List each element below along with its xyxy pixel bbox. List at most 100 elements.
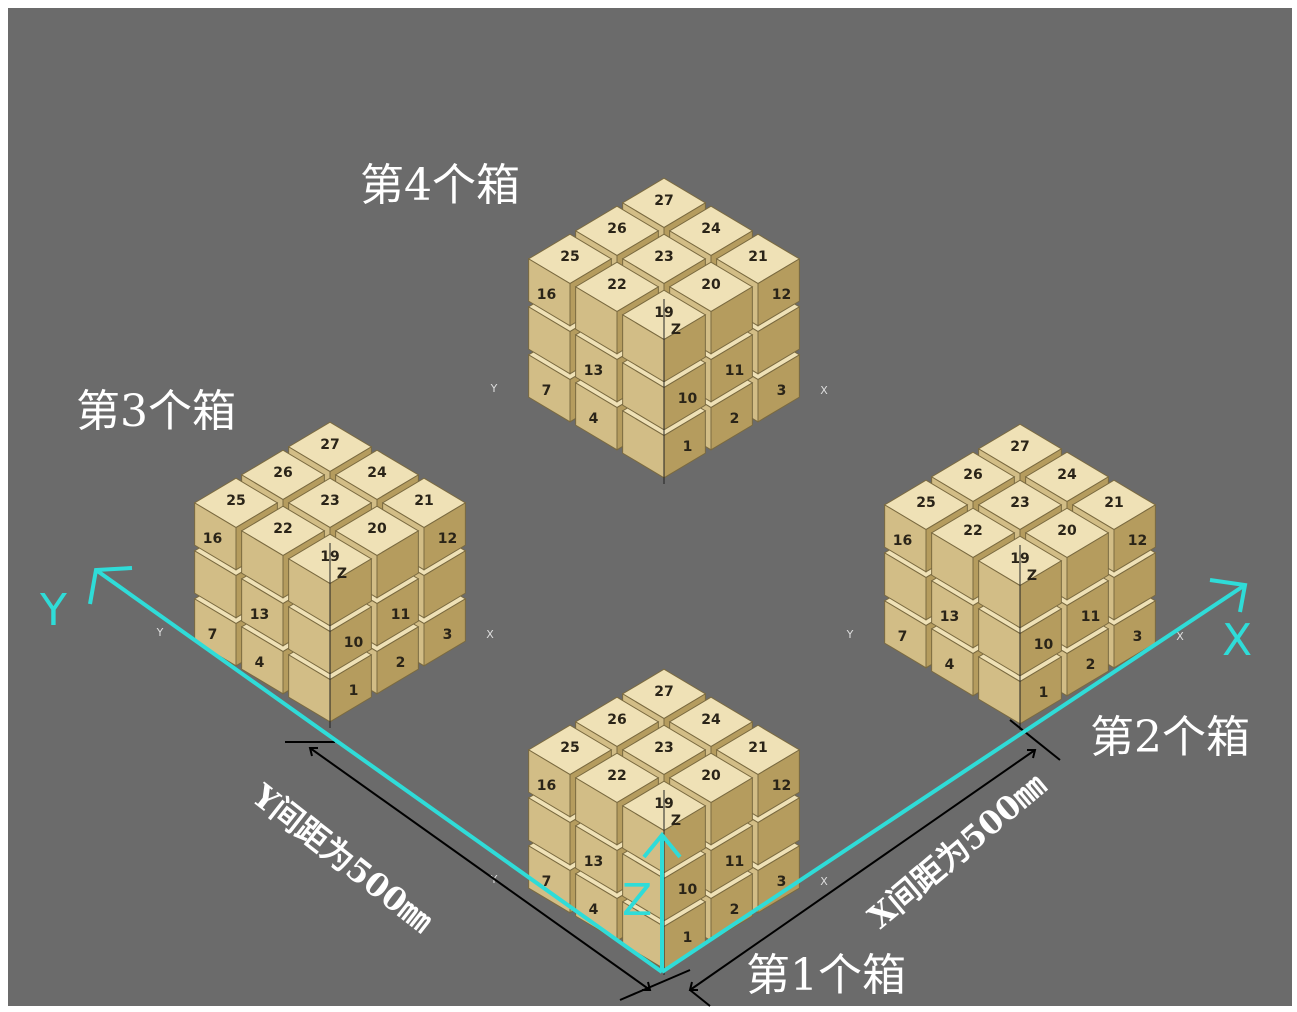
carton-number: 16	[893, 533, 912, 549]
carton-number: 13	[940, 609, 959, 625]
carton-number: 4	[945, 657, 955, 673]
carton-number: 11	[1081, 609, 1100, 625]
carton-number: 7	[898, 629, 908, 645]
local-z-label: Z	[671, 322, 681, 338]
carton-number: 10	[344, 635, 364, 651]
carton-number: 10	[1034, 637, 1054, 653]
carton-number: 4	[589, 411, 599, 427]
carton-number: 16	[203, 531, 222, 547]
local-x-label: X	[820, 384, 828, 397]
box4-label: 第4个箱	[360, 160, 520, 211]
carton-number: 20	[1057, 523, 1077, 539]
carton-number: 20	[701, 768, 721, 784]
carton-number: 23	[654, 249, 673, 265]
carton-number: 25	[226, 493, 245, 509]
carton-number: 10	[678, 882, 698, 898]
carton-number: 4	[589, 902, 599, 918]
carton-number: 12	[772, 287, 791, 303]
local-y-label: Y	[156, 626, 164, 639]
carton-number: 3	[777, 383, 787, 399]
x-axis-arrowhead	[1209, 578, 1248, 613]
z-axis-label: Z	[622, 875, 652, 926]
carton-number: 2	[1086, 657, 1096, 673]
carton-number: 23	[654, 740, 673, 756]
carton-number: 7	[542, 383, 552, 399]
y-axis-arrowhead	[88, 566, 133, 605]
carton-number: 26	[273, 465, 292, 481]
carton-number: 22	[273, 521, 292, 537]
carton-number: 25	[916, 495, 935, 511]
local-x-label: X	[1176, 630, 1184, 643]
local-y-label: Y	[846, 628, 854, 641]
carton-number: 11	[725, 363, 744, 379]
carton-number: 4	[255, 655, 265, 671]
carton-number: 13	[584, 363, 603, 379]
carton-number: 3	[777, 874, 787, 890]
box1-label: 第1个箱	[746, 950, 906, 1001]
carton-number: 2	[730, 411, 740, 427]
carton-number: 2	[396, 655, 406, 671]
carton-number: 3	[1133, 629, 1143, 645]
carton-number: 23	[320, 493, 339, 509]
carton-number: 23	[1010, 495, 1029, 511]
carton-number: 25	[560, 249, 579, 265]
carton-number: 7	[208, 627, 218, 643]
carton-number: 1	[683, 930, 693, 946]
y-axis-line	[94, 568, 664, 974]
carton-number: 26	[963, 467, 982, 483]
carton-number: 21	[414, 493, 433, 509]
carton-number: 21	[1104, 495, 1123, 511]
box2-label: 第2个箱	[1090, 712, 1250, 763]
carton-number: 21	[748, 740, 767, 756]
carton-number: 3	[443, 627, 453, 643]
carton-number: 13	[250, 607, 269, 623]
carton-number: 24	[701, 712, 721, 728]
carton-number: 20	[367, 521, 387, 537]
carton-number: 26	[607, 712, 626, 728]
local-y-label: Y	[490, 382, 498, 395]
local-z-label: Z	[337, 566, 347, 582]
carton-number: 16	[537, 778, 556, 794]
x-dimension	[688, 719, 1061, 1007]
carton-number: 22	[607, 768, 626, 784]
carton-number: 2	[730, 902, 740, 918]
carton-number: 22	[607, 277, 626, 293]
local-z-label: Z	[671, 813, 681, 829]
carton-number: 12	[1128, 533, 1147, 549]
x-axis-label: X	[1222, 615, 1252, 666]
carton-number: 22	[963, 523, 982, 539]
carton-number: 24	[1057, 467, 1077, 483]
carton-number: 27	[654, 193, 673, 209]
carton-number: 27	[1010, 439, 1029, 455]
x-axis-line	[660, 583, 1247, 974]
y-axis-label: Y	[39, 585, 67, 636]
carton-number: 26	[607, 221, 626, 237]
carton-number: 7	[542, 874, 552, 890]
carton-number: 10	[678, 391, 698, 407]
carton-number: 12	[772, 778, 791, 794]
carton-number: 11	[725, 854, 744, 870]
y-dimension	[285, 741, 691, 1001]
z-axis-arrowhead	[642, 831, 682, 859]
carton-number: 24	[701, 221, 721, 237]
carton-number: 24	[367, 465, 387, 481]
carton-number: 27	[654, 684, 673, 700]
carton	[334, 505, 420, 599]
carton-number: 20	[701, 277, 721, 293]
carton-number: 11	[391, 607, 410, 623]
local-z-label: Z	[1027, 568, 1037, 584]
carton-number: 1	[1039, 685, 1049, 701]
local-x-label: X	[486, 628, 494, 641]
local-x-label: X	[820, 875, 828, 888]
carton-number: 27	[320, 437, 339, 453]
carton-number: 12	[438, 531, 457, 547]
carton-number: 13	[584, 854, 603, 870]
box3-label: 第3个箱	[76, 386, 236, 437]
carton-number: 16	[537, 287, 556, 303]
global-axes	[88, 566, 1248, 974]
